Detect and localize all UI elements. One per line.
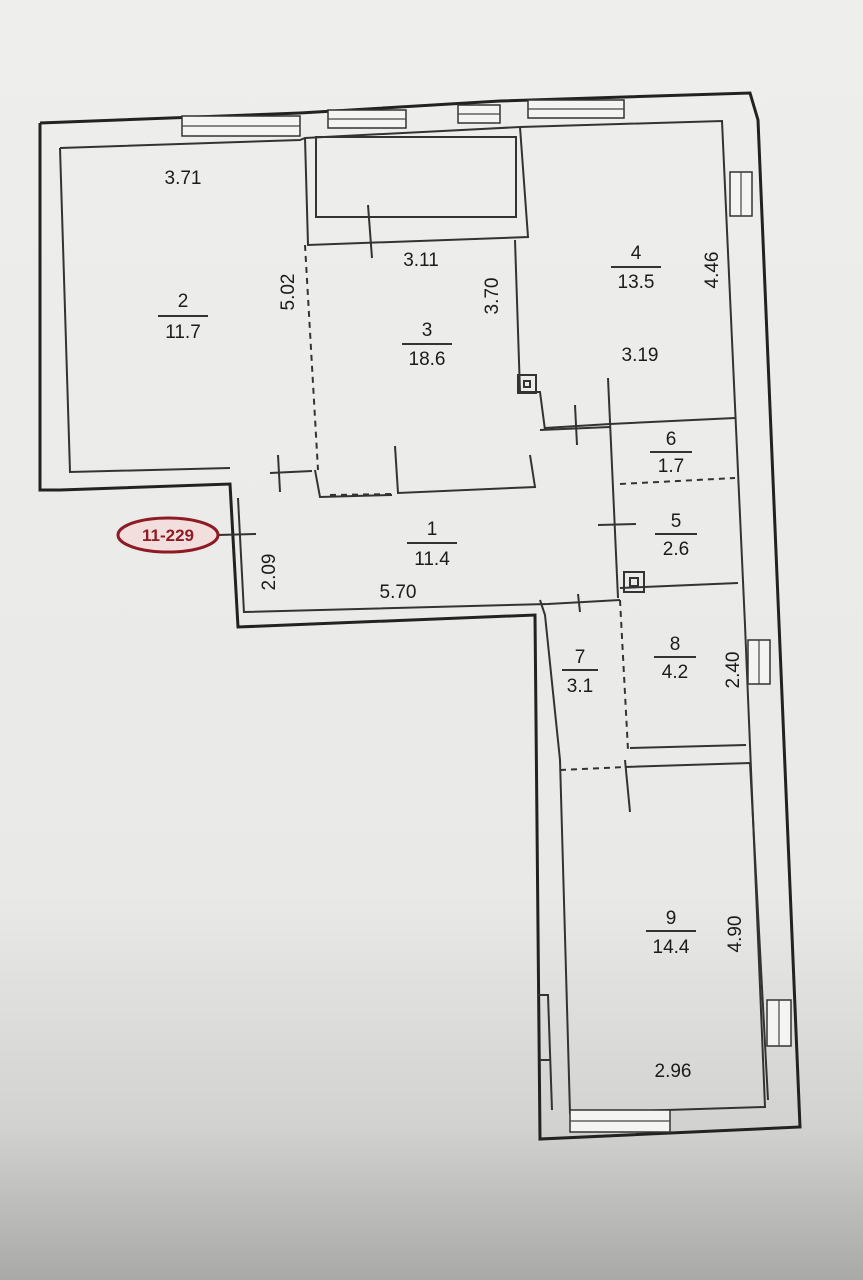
room-1-number: 1 — [427, 519, 438, 540]
room-labels: 2 11.7 3 18.6 4 13.5 6 1.7 5 2.6 1 11.4 … — [158, 243, 697, 958]
room-8-area: 4.2 — [662, 662, 688, 683]
outer-walls — [38, 91, 802, 1141]
dim-room-1-width: 5.70 — [380, 582, 417, 603]
room-2-area: 11.7 — [165, 322, 201, 343]
dimension-labels: 3.71 5.02 3.11 3.70 4.46 3.19 2.09 5.70 … — [165, 168, 746, 1082]
room-9-area: 14.4 — [653, 937, 690, 958]
dim-room-3-height: 3.70 — [482, 278, 503, 315]
room-3-number: 3 — [422, 320, 433, 341]
dim-room-4-width: 3.19 — [622, 345, 659, 366]
windows — [181, 99, 792, 1133]
door-marks — [217, 204, 645, 613]
dim-room-8-height: 2.40 — [723, 652, 744, 689]
room-6-number: 6 — [666, 429, 677, 450]
dim-room-2-width: 3.71 — [165, 168, 202, 189]
dim-room-3-width: 3.11 — [403, 250, 439, 271]
room-2-number: 2 — [178, 291, 189, 312]
room-6-area: 1.7 — [658, 456, 684, 477]
room-5-number: 5 — [671, 511, 682, 532]
dim-room-4-height: 4.46 — [702, 252, 723, 289]
apartment-badge: 11-229 — [116, 516, 220, 554]
room-8-number: 8 — [670, 634, 681, 655]
dim-room-1-height: 2.09 — [259, 554, 280, 591]
room-4-area: 13.5 — [618, 272, 655, 293]
dim-room-9-height: 4.90 — [725, 916, 746, 953]
room-7-number: 7 — [575, 647, 586, 668]
room-9-number: 9 — [666, 908, 677, 929]
room-3-area: 18.6 — [409, 349, 446, 370]
room-4-number: 4 — [631, 243, 642, 264]
room-5-area: 2.6 — [663, 539, 689, 560]
room-7-area: 3.1 — [567, 676, 593, 697]
room-1-area: 11.4 — [414, 549, 450, 570]
dim-room-2-height: 5.02 — [278, 274, 299, 311]
dim-room-9-width: 2.96 — [655, 1061, 692, 1082]
apartment-number: 11-229 — [142, 526, 194, 545]
interior-walls — [237, 126, 769, 1111]
